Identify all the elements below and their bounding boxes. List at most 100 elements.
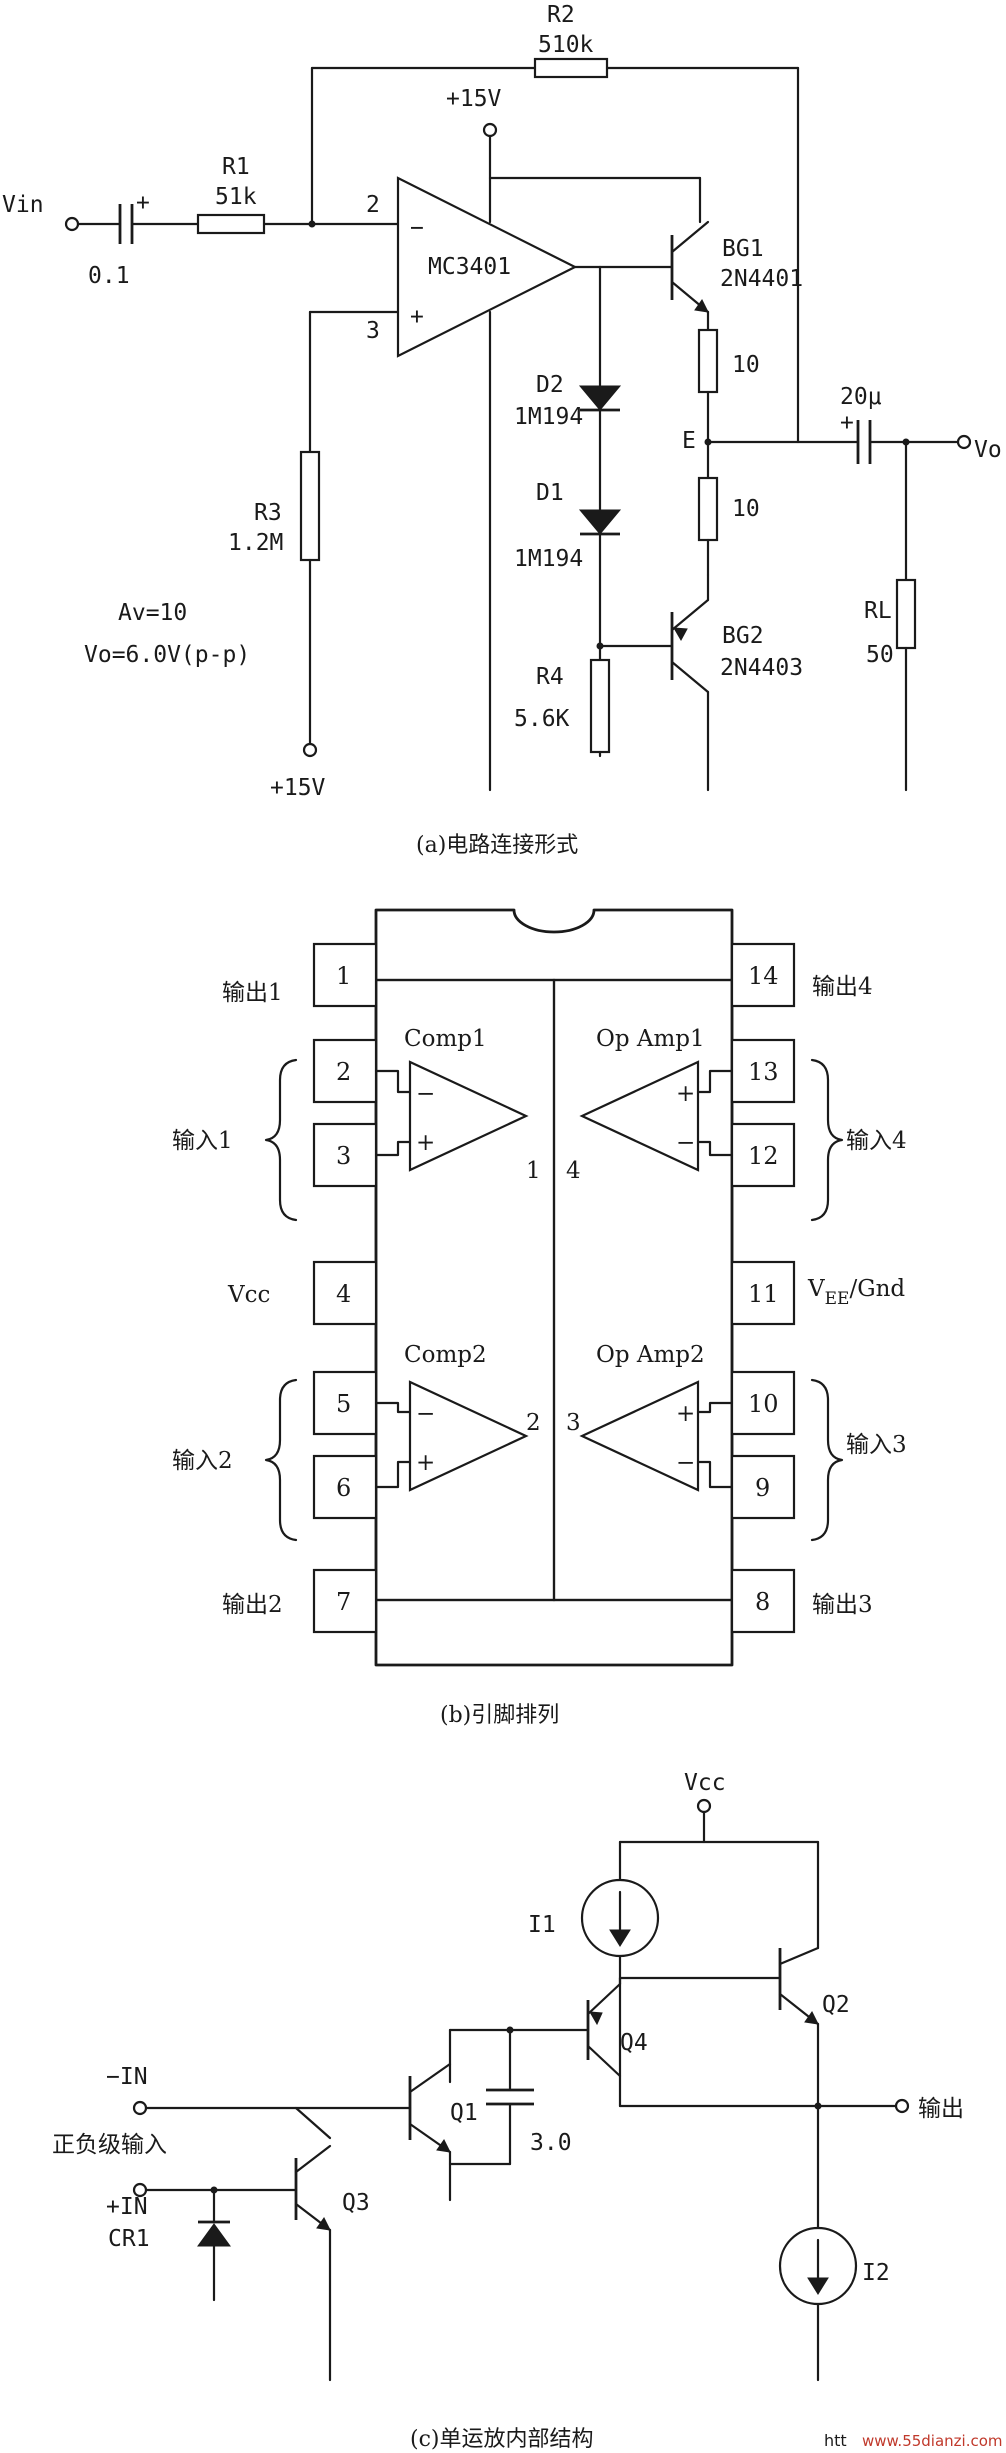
pin-9-label: 9 xyxy=(755,1474,770,1502)
cr1-diode xyxy=(197,2220,231,2247)
pin-6-box xyxy=(312,1454,378,1520)
opamp2-title: Op Amp2 xyxy=(596,1342,705,1368)
c-in-value: 0.1 xyxy=(88,263,130,289)
rl-name: RL xyxy=(864,598,892,624)
d2-part: 1M194 xyxy=(514,404,583,430)
vo-label: Vo xyxy=(974,437,1002,463)
pin-9-box xyxy=(730,1454,796,1520)
node-e-label: E xyxy=(682,428,696,454)
d1-part: 1M194 xyxy=(514,546,583,572)
bg2-name: BG2 xyxy=(722,623,764,649)
opamp-minus: − xyxy=(410,215,424,241)
pin-2-box xyxy=(312,1038,378,1104)
opamp1-title: Op Amp1 xyxy=(596,1026,705,1052)
vin-terminal xyxy=(64,216,80,232)
pin-10-box xyxy=(730,1370,796,1436)
r10-bottom xyxy=(697,476,719,542)
d1-name: D1 xyxy=(536,480,564,506)
label-out1: 输出1 xyxy=(222,980,283,1006)
r1-resistor xyxy=(196,213,266,235)
pin-3-box xyxy=(312,1122,378,1188)
r4-value: 5.6K xyxy=(514,706,570,732)
ic-body xyxy=(374,908,734,1667)
pin-11-label: 11 xyxy=(748,1280,779,1308)
c-in-plus: + xyxy=(136,190,150,216)
pin-6-label: 6 xyxy=(336,1474,351,1502)
pin-14-box xyxy=(730,942,796,1008)
opamp2-minus: − xyxy=(676,1450,695,1476)
supply-bottom-label: +15V xyxy=(270,775,326,801)
opamp2-triangle xyxy=(579,1380,700,1492)
label-vee: VEE/Gnd xyxy=(807,1276,905,1309)
comp1-minus: − xyxy=(416,1081,435,1107)
supply-terminal-top xyxy=(482,122,498,138)
comp2-triangle xyxy=(408,1380,529,1492)
mc3401-opamp xyxy=(396,176,578,358)
opamp2-plus: + xyxy=(676,1401,695,1427)
q1-label: Q1 xyxy=(450,2100,478,2126)
r1-value: 51k xyxy=(215,184,257,210)
opamp1-unit-num: 4 xyxy=(566,1158,581,1184)
brace-input4 xyxy=(810,1058,844,1222)
r4-name: R4 xyxy=(536,664,564,690)
r3-name: R3 xyxy=(254,500,282,526)
comp1-unit-num: 1 xyxy=(526,1158,541,1184)
cr1-label: CR1 xyxy=(108,2226,150,2252)
pin-4-box xyxy=(312,1260,378,1326)
caption-c: (c)单运放内部结构 xyxy=(410,2427,594,2452)
pin3-label: 3 xyxy=(366,318,380,344)
pin-7-box xyxy=(312,1568,378,1634)
output-label: 输出 xyxy=(918,2096,964,2122)
q2-label: Q2 xyxy=(822,1992,850,2018)
pin-8-label: 8 xyxy=(755,1588,770,1616)
ic-left-half xyxy=(374,978,556,1602)
comp1-triangle xyxy=(408,1060,529,1172)
brace-input2 xyxy=(264,1378,298,1542)
pin-1-label: 1 xyxy=(336,962,351,990)
opamp2-unit-num: 3 xyxy=(566,1410,581,1436)
r2-resistor xyxy=(533,57,609,79)
vo-terminal xyxy=(956,434,972,450)
rl-resistor xyxy=(895,578,917,650)
diode-d1 xyxy=(578,509,622,536)
pin-8-box xyxy=(730,1568,796,1634)
pin-12-label: 12 xyxy=(748,1142,779,1170)
c-out-value: 20μ xyxy=(840,384,882,410)
comp2-title: Comp2 xyxy=(404,1342,487,1368)
q3-transistor xyxy=(294,2144,332,2232)
pin-7-label: 7 xyxy=(336,1588,351,1616)
vin-label: Vin xyxy=(2,192,44,218)
q2-transistor xyxy=(778,1946,820,2026)
bg2-part: 2N4403 xyxy=(720,655,803,681)
comp1-plus: + xyxy=(416,1130,435,1156)
diode-d2 xyxy=(578,385,622,412)
r3-supply-terminal xyxy=(302,742,318,758)
vcc-terminal xyxy=(696,1798,712,1814)
comp2-plus: + xyxy=(416,1450,435,1476)
pin-10-label: 10 xyxy=(748,1390,779,1418)
opamp1-triangle xyxy=(579,1060,700,1172)
r-bottom-value: 10 xyxy=(732,496,760,522)
d2-name: D2 xyxy=(536,372,564,398)
r2-value: 510k xyxy=(538,32,594,58)
comp2-unit-num: 2 xyxy=(526,1410,541,1436)
ic-right-half xyxy=(552,978,734,1602)
minus-in-label: −IN xyxy=(106,2064,148,2090)
r3-value: 1.2M xyxy=(228,530,283,556)
minus-in-terminal xyxy=(132,2100,148,2116)
pin-11-box xyxy=(730,1260,796,1326)
pin-5-label: 5 xyxy=(336,1390,351,1418)
label-in3: 输入3 xyxy=(846,1432,907,1458)
opamp-plus: + xyxy=(410,304,424,330)
watermark-left: htt xyxy=(824,2431,847,2450)
i2-label: I2 xyxy=(862,2260,890,2286)
label-out4: 输出4 xyxy=(812,974,873,1000)
r1-name: R1 xyxy=(222,154,250,180)
pin-2-label: 2 xyxy=(336,1058,351,1086)
watermark-right: www.55dianzi.com xyxy=(862,2432,1003,2450)
q1-transistor xyxy=(408,2062,452,2154)
circuit-a xyxy=(64,57,972,792)
pinout-b xyxy=(264,908,844,1667)
